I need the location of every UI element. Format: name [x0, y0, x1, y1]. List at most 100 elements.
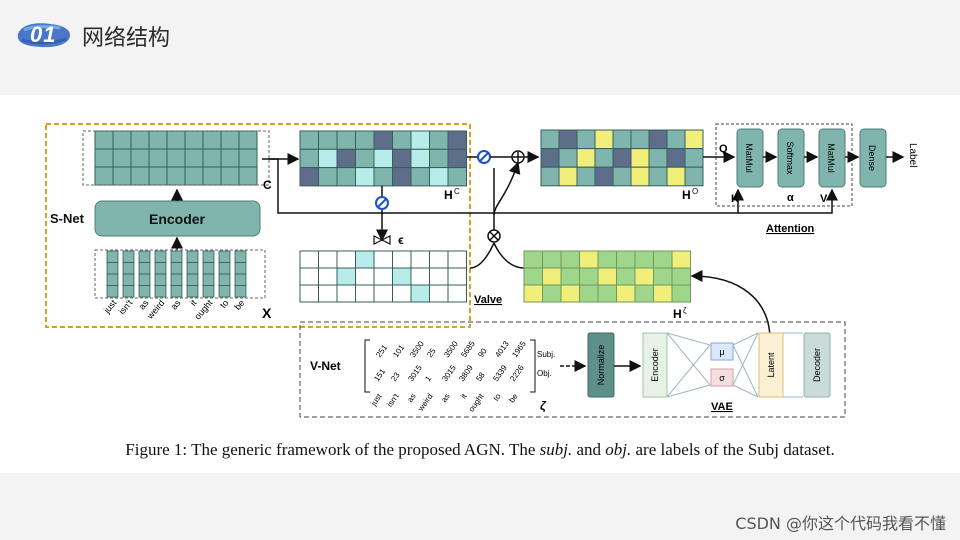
x-matrix: [94, 249, 266, 299]
zeta-label: ζ: [540, 399, 547, 413]
q-label: Q: [719, 143, 728, 155]
valve-to-multiply: [469, 242, 495, 269]
hc-sup: C: [454, 187, 460, 196]
matrix-cell: [112, 130, 132, 150]
hzeta-to-multiply: [493, 242, 525, 269]
x-cell: [170, 250, 183, 263]
matrix-cell: [634, 267, 654, 286]
x-cell: [138, 273, 151, 286]
c-matrix: [82, 130, 270, 186]
add-icon: [511, 150, 525, 164]
x-cell: [170, 273, 183, 286]
matmul2-box: [818, 128, 846, 188]
vnet-token-label: as: [439, 392, 451, 404]
obj-row-label: Obj.: [537, 369, 552, 378]
obj-count: 3015: [440, 363, 458, 383]
x-token-label: as: [169, 297, 183, 311]
vnet-token-label: just: [369, 391, 385, 408]
matrix-cell: [373, 148, 393, 169]
matrix-cell: [429, 167, 449, 187]
hc-matrix: [299, 130, 467, 187]
sigma-label: σ: [719, 373, 725, 383]
matrix-cell: [148, 148, 168, 168]
x-cell: [154, 262, 167, 275]
x-cell: [218, 262, 231, 275]
matrix-cell: [184, 166, 204, 186]
x-cell: [234, 285, 247, 298]
matrix-cell: [540, 129, 560, 150]
matrix-cell: [648, 148, 668, 168]
matrix-cell: [336, 250, 356, 269]
matrix-cell: [202, 166, 222, 186]
matrix-cell: [447, 148, 467, 169]
count-bracket-right: [530, 339, 536, 393]
x-cell: [122, 250, 135, 263]
vae-decoder-box: [803, 332, 831, 398]
matrix-cell: [373, 250, 393, 269]
matrix-cell: [148, 166, 168, 186]
matrix-cell: [355, 167, 375, 187]
matmul1-box: [736, 128, 764, 188]
vnet-label: V-Net: [310, 359, 341, 373]
ho-matrix: [540, 129, 704, 187]
obj-count: 3809: [457, 363, 475, 383]
vnet-token-label: weird: [416, 392, 435, 414]
matrix-cell: [630, 148, 650, 168]
matrix-cell: [429, 130, 449, 150]
multiply-up-to-add: [493, 161, 521, 216]
x-cell: [186, 262, 199, 275]
matrix-cell: [202, 130, 222, 150]
subj-count: 4013: [493, 339, 511, 359]
vnet-token-label: it: [459, 391, 469, 400]
matrix-cell: [597, 284, 617, 303]
slide-header: 01 网络结构: [0, 0, 960, 95]
vnet-token-label: to: [491, 392, 503, 403]
x-token-label: isn't: [117, 297, 135, 316]
caption-middle: and: [572, 440, 606, 459]
matrix-cell: [671, 284, 691, 303]
vae-encoder-label: Encoder: [650, 348, 660, 382]
matrix-cell: [634, 284, 654, 303]
matrix-cell: [130, 148, 150, 168]
attention-label: Attention: [766, 223, 815, 235]
obj-count: 2226: [508, 363, 526, 383]
matrix-cell: [429, 284, 449, 303]
figure-caption: Figure 1: The generic framework of the p…: [0, 440, 960, 460]
matrix-cell: [299, 167, 319, 187]
x-cell: [234, 250, 247, 263]
matrix-cell: [594, 166, 614, 187]
matrix-cell: [666, 166, 686, 187]
matrix-cell: [336, 267, 356, 286]
vnet-token-label: isn't: [385, 391, 401, 408]
hzeta-label: H: [673, 307, 682, 321]
x-token-label: ought: [192, 297, 214, 321]
subj-count: 251: [374, 343, 389, 360]
matrix-cell: [634, 250, 654, 269]
vae-funnel-out: [783, 332, 803, 398]
matrix-cell: [355, 130, 375, 150]
matrix-cell: [392, 130, 412, 150]
matrix-cell: [558, 166, 578, 187]
matrix-cell: [429, 148, 449, 169]
x-cell: [138, 250, 151, 263]
hzeta-sup: ζ: [683, 306, 687, 315]
x-cell: [234, 273, 247, 286]
matrix-cell: [576, 129, 596, 150]
matrix-cell: [684, 129, 704, 150]
caption-obj: obj.: [605, 440, 632, 459]
matrix-cell: [447, 267, 467, 286]
matrix-cell: [336, 148, 356, 169]
x-cell: [202, 250, 215, 263]
epsilon-label: ϵ: [398, 233, 404, 247]
softmax-box: [777, 128, 805, 188]
x-token-label: it: [188, 297, 199, 307]
matrix-cell: [579, 284, 599, 303]
matrix-cell: [666, 129, 686, 150]
multiply-icon: [487, 229, 501, 243]
vnet-frame: [299, 321, 846, 418]
matrix-cell: [112, 148, 132, 168]
snet-label: S-Net: [50, 211, 85, 226]
subj-count: 5685: [459, 339, 477, 359]
